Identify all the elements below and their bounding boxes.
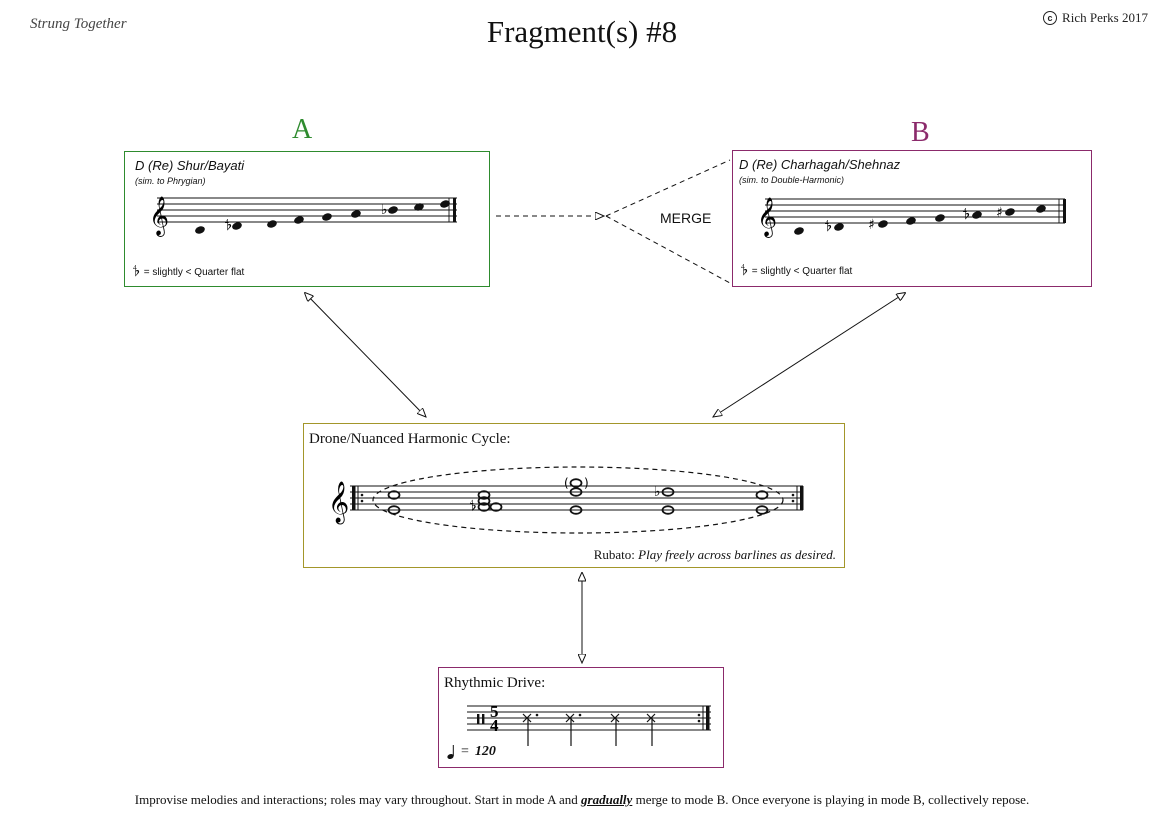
quarter-flat-icon: 𝄳 [963, 207, 970, 223]
flat-icon: ♭ [654, 484, 661, 500]
tempo-value: 120 [474, 744, 496, 759]
quarter-note-icon [447, 745, 454, 760]
copyright-text: Rich Perks 2017 [1062, 10, 1148, 25]
mode-a-staff: 𝄞 𝄳 ♭ [149, 196, 457, 237]
treble-clef-icon: 𝄞 [328, 481, 349, 524]
svg-text:): ) [584, 476, 589, 490]
rubato-instruction: Rubato: Play freely across barlines as d… [594, 547, 836, 563]
rhythm-title: Rhythmic Drive: [444, 675, 546, 691]
time-signature-bottom: 4 [490, 716, 499, 735]
ensemble-name: Strung Together [30, 16, 127, 32]
tempo-equals: = [461, 744, 469, 759]
mode-a-label: A [292, 114, 313, 145]
percussion-clef-icon [477, 714, 480, 724]
mode-b-label: B [911, 117, 930, 148]
merge-label: MERGE [660, 210, 712, 226]
merge-fan-top [605, 159, 731, 217]
drone-staff: 𝄞 ( ) 𝄳 ♭ [328, 466, 804, 534]
drone-box: Drone/Nuanced Harmonic Cycle: 𝄞 ( ) 𝄳 ♭ … [303, 423, 845, 568]
arrow-a-drone [305, 293, 426, 417]
quarter-flat-icon: 𝄳 [470, 498, 476, 514]
quarter-flat-icon: 𝄳 [825, 219, 832, 235]
mode-b-scale-sub: (sim. to Double-Harmonic) [739, 175, 845, 185]
footer-text-before: Improvise melodies and interactions; rol… [134, 792, 582, 807]
mode-a-legend-text: = slightly < Quarter flat [143, 266, 245, 278]
rubato-text: Play freely across barlines as desired. [638, 547, 836, 562]
rhythm-staff: 5 4 [467, 702, 711, 746]
quarter-flat-icon: 𝄳 [225, 218, 232, 234]
page-title: Fragment(s) #8 [486, 14, 678, 49]
mode-a-scale-name: D (Re) Shur/Bayati [135, 158, 245, 173]
mode-b-scale-name: D (Re) Charhagah/Shehnaz [739, 157, 901, 172]
time-signature-top: 5 [490, 702, 499, 721]
mode-b-box: D (Re) Charhagah/Shehnaz (sim. to Double… [732, 150, 1092, 287]
mode-a-scale-sub: (sim. to Phrygian) [135, 176, 206, 186]
merge-fan-bottom [605, 215, 731, 284]
arrow-b-drone [713, 293, 905, 417]
quarter-flat-icon: 𝄳 [133, 264, 140, 280]
mode-b-legend: 𝄳 = slightly < Quarter flat [741, 263, 852, 279]
copyright-icon: c [1043, 11, 1058, 25]
footer-emphasis: gradually [581, 792, 633, 807]
quarter-flat-icon: 𝄳 [741, 263, 748, 279]
treble-clef-icon: 𝄞 [757, 197, 777, 238]
mode-b-staff: 𝄞 𝄳 ♯ 𝄳 ♯ [757, 197, 1066, 238]
rubato-label: Rubato: [593, 547, 635, 562]
flat-icon: ♭ [381, 202, 388, 218]
treble-clef-icon: 𝄞 [149, 196, 169, 237]
copyright: c Rich Perks 2017 [1043, 10, 1148, 26]
drone-title: Drone/Nuanced Harmonic Cycle: [309, 431, 511, 447]
sharp-icon: ♯ [996, 205, 1003, 221]
mode-a-box: D (Re) Shur/Bayati (sim. to Phrygian) 𝄞 … [124, 151, 490, 287]
tempo-marking: = 120 [447, 744, 496, 760]
rhythm-box: Rhythmic Drive: 5 4 = 120 [438, 667, 724, 768]
mode-a-legend: 𝄳 = slightly < Quarter flat [133, 264, 244, 280]
svg-text:(: ( [564, 476, 569, 490]
mode-b-legend-text: = slightly < Quarter flat [751, 265, 853, 277]
sharp-icon: ♯ [868, 217, 875, 233]
footer-text-after: merge to mode B. Once everyone is playin… [632, 792, 1030, 807]
instructions-footer: Improvise melodies and interactions; rol… [0, 792, 1164, 808]
